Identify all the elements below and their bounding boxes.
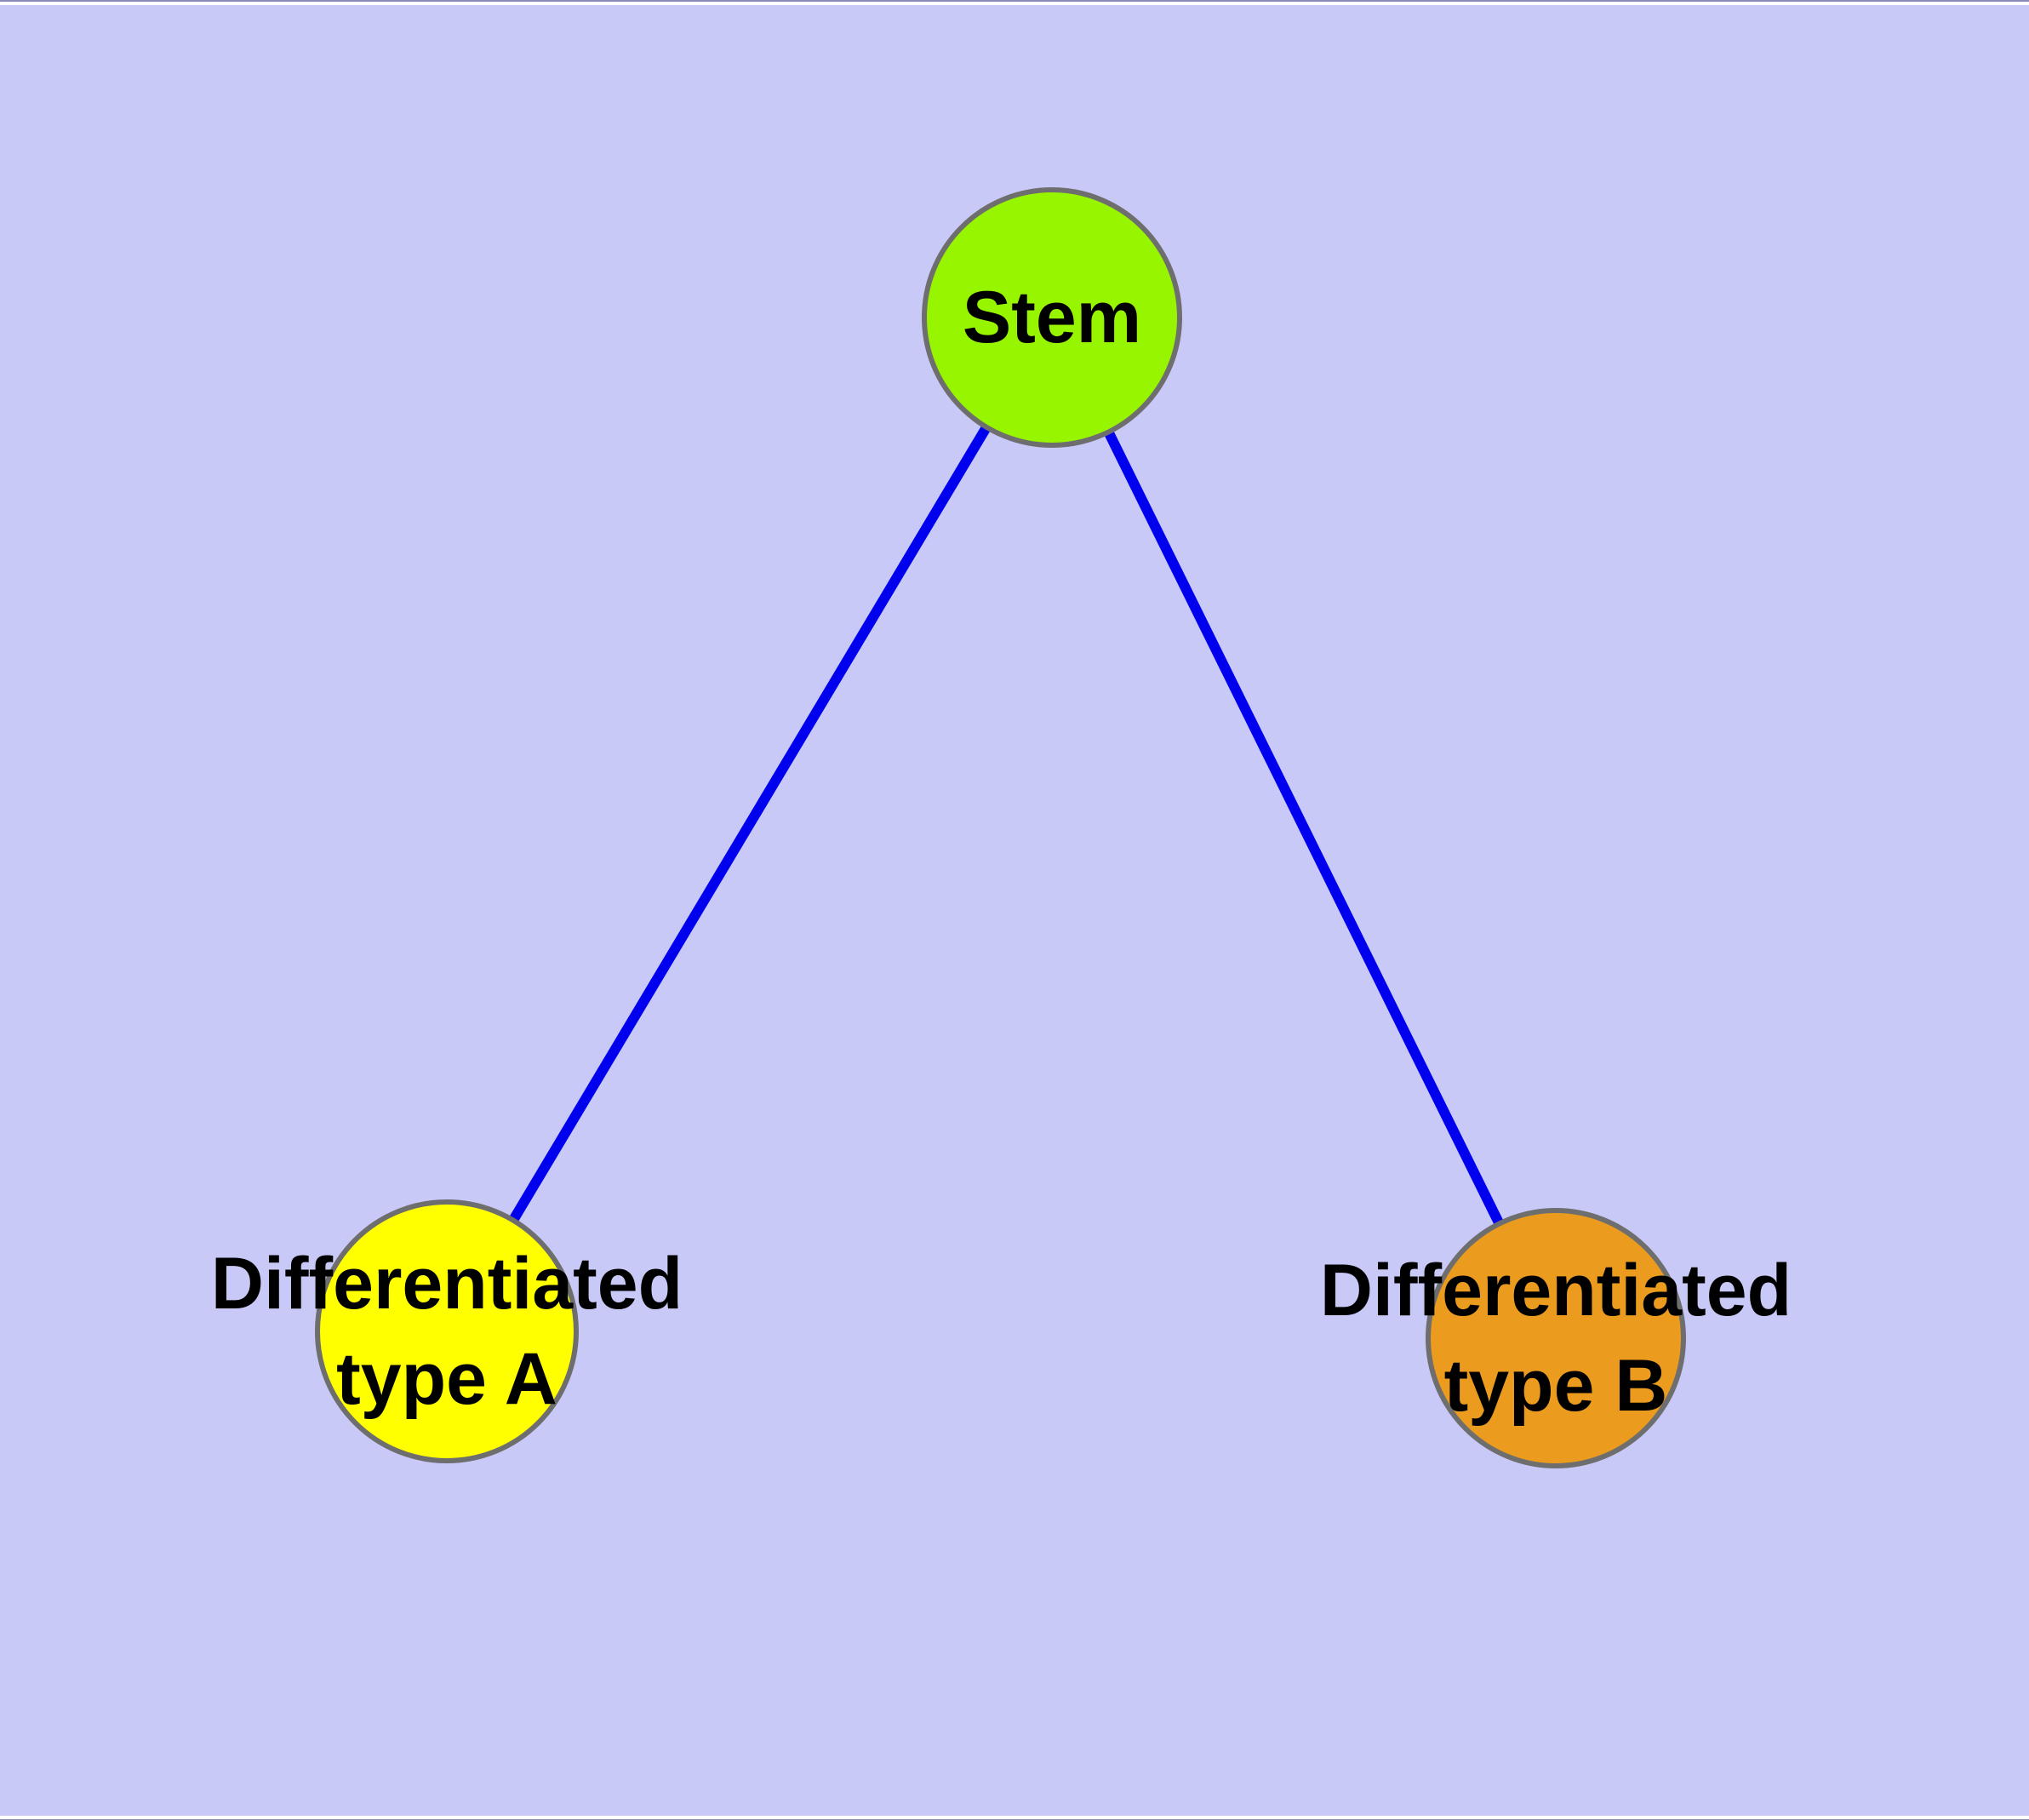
node-diff-a-circle xyxy=(315,1199,579,1463)
node-diff-b-circle xyxy=(1426,1208,1686,1468)
node-diff-b-label: Differentiated type B xyxy=(1320,1250,1792,1427)
node-stem-label: Stem xyxy=(963,277,1141,358)
window-top-border-highlight xyxy=(0,2,2029,5)
edges-layer xyxy=(442,314,1561,1341)
node-diff-b-label-line-1: Differentiated xyxy=(1320,1250,1792,1331)
node-diff-a-label: Differentiated type A xyxy=(211,1243,683,1420)
node-diff-a: Differentiated type A xyxy=(211,1199,683,1463)
node-stem-label-line-1: Stem xyxy=(963,277,1141,358)
node-stem-circle xyxy=(922,187,1182,448)
node-stem: Stem xyxy=(922,187,1182,448)
edge-stem-to-diff-a xyxy=(442,314,1057,1335)
window-bottom-border-highlight xyxy=(0,1816,2029,1819)
node-diff-a-label-line-2: type A xyxy=(336,1338,557,1420)
node-diff-a-label-line-1: Differentiated xyxy=(211,1243,683,1325)
window-top-border-line xyxy=(0,0,2029,2)
node-diff-b-label-line-2: type B xyxy=(1444,1345,1668,1427)
edge-stem-to-diff-b xyxy=(1047,315,1561,1341)
node-diff-b: Differentiated type B xyxy=(1320,1208,1792,1468)
